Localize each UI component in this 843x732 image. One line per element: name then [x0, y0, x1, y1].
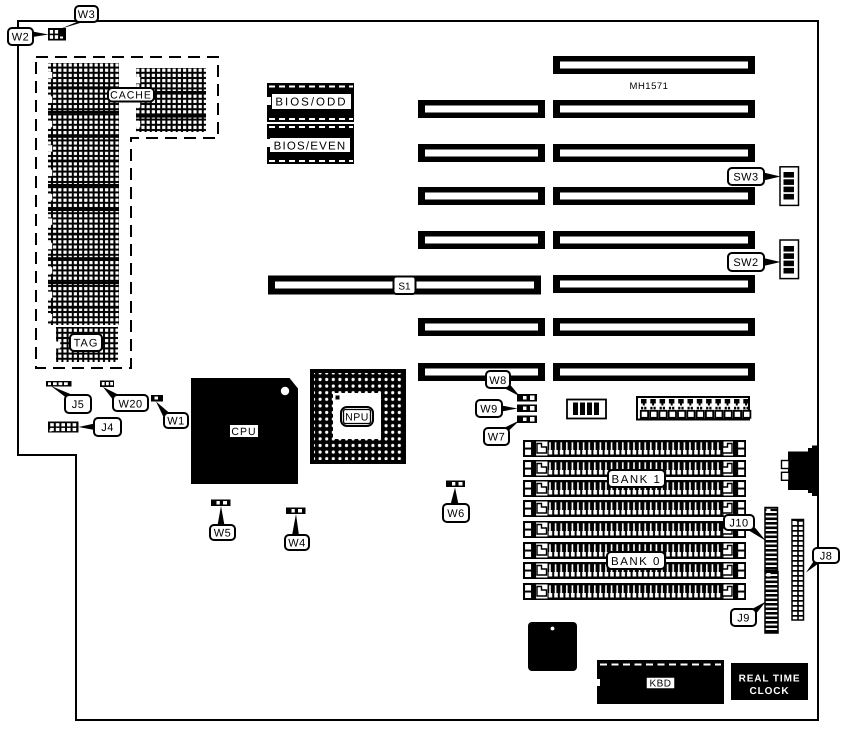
svg-text:J8: J8	[820, 551, 833, 563]
svg-text:KBD: KBD	[649, 679, 671, 690]
svg-text:BIOS/EVEN: BIOS/EVEN	[274, 141, 347, 153]
svg-text:NPU: NPU	[345, 412, 369, 424]
svg-text:W20: W20	[118, 399, 142, 411]
svg-text:BANK 1: BANK 1	[612, 474, 662, 486]
svg-text:W8: W8	[489, 375, 507, 387]
svg-text:CACHE: CACHE	[110, 90, 152, 102]
svg-text:W2: W2	[12, 32, 30, 44]
svg-text:TAG: TAG	[74, 338, 99, 350]
svg-text:W4: W4	[288, 538, 306, 550]
svg-text:W5: W5	[214, 528, 232, 540]
svg-text:J9: J9	[737, 613, 750, 625]
svg-text:CLOCK: CLOCK	[749, 686, 789, 697]
svg-text:J10: J10	[729, 518, 748, 530]
svg-text:REAL TIME: REAL TIME	[739, 674, 801, 685]
svg-text:W7: W7	[488, 432, 506, 444]
svg-text:J5: J5	[72, 399, 85, 411]
svg-text:MH1571: MH1571	[630, 81, 669, 92]
svg-text:CPU: CPU	[231, 426, 256, 438]
svg-text:BIOS/ODD: BIOS/ODD	[275, 97, 347, 109]
svg-text:W1: W1	[167, 416, 185, 428]
svg-text:SW2: SW2	[733, 257, 758, 269]
svg-text:BANK 0: BANK 0	[611, 556, 661, 568]
svg-text:W9: W9	[480, 404, 498, 416]
svg-text:S1: S1	[398, 282, 411, 293]
svg-text:SW3: SW3	[733, 172, 758, 184]
svg-text:J4: J4	[101, 422, 114, 434]
svg-text:W3: W3	[78, 9, 96, 21]
svg-text:W6: W6	[447, 508, 465, 520]
